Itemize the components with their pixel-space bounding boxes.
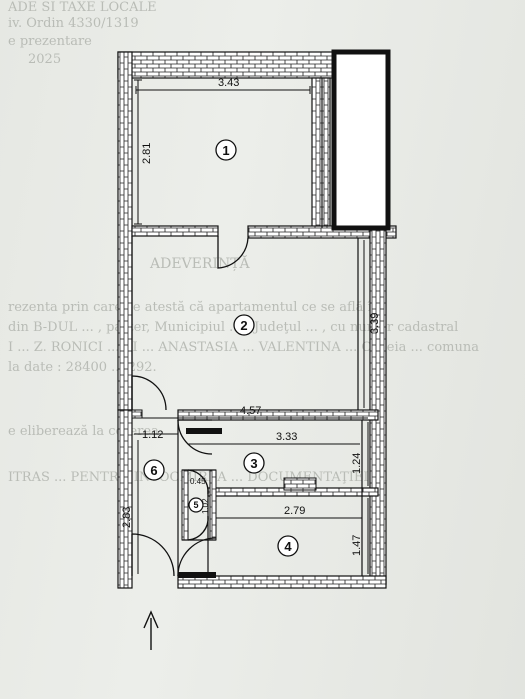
- room-number-6: 6: [150, 463, 157, 478]
- door-room3: [177, 419, 213, 455]
- wall-room2-3: [177, 409, 379, 421]
- wall-top: [117, 51, 335, 79]
- wall-hall-stub: [131, 409, 143, 419]
- room-circle-4: [277, 535, 299, 557]
- dimension-label-1-12: 1.12: [142, 429, 163, 441]
- door-room1: [217, 236, 249, 269]
- ghost-para-1: rezenta prin care se atestă că apartamen…: [8, 300, 381, 315]
- door-frame-room4: [178, 572, 216, 578]
- interior-lines: [131, 78, 363, 576]
- room-circle-5: [188, 497, 204, 513]
- room-circle-2: [233, 314, 255, 336]
- wall-left-upper: [117, 51, 133, 411]
- dimension-label-3-39: 3.39: [369, 313, 381, 334]
- wall-bottom: [177, 575, 387, 589]
- ghost-text-1: ADE SI TAXE LOCALE: [8, 0, 157, 15]
- ghost-heading: ADEVERINȚĂ: [150, 256, 250, 272]
- room-number-2: 2: [240, 318, 247, 333]
- room-number-1: 1: [222, 143, 229, 158]
- wall-room5-left: [181, 469, 189, 541]
- wall-left-lower: [117, 409, 133, 589]
- room-circle-6: [143, 459, 165, 481]
- room-number-5: 5: [193, 500, 198, 510]
- room-circle-1: [215, 139, 237, 161]
- dimension-label-2-79: 2.79: [284, 505, 305, 517]
- arrow-up-icon: [143, 610, 159, 650]
- dimension-label-3-43: 3.43: [218, 77, 239, 89]
- door-hall-upper: [131, 375, 167, 411]
- walls: [117, 49, 397, 589]
- ghost-text-4: 2025: [28, 52, 62, 67]
- door-room4: [177, 537, 217, 577]
- balcony: [331, 49, 391, 231]
- door-frame-room3: [186, 428, 222, 434]
- ghost-text-2: iv. Ordin 4330/1319: [8, 16, 139, 31]
- dimension-lines: [134, 79, 369, 574]
- room-number-4: 4: [284, 539, 292, 554]
- ghost-text-3: e prezentare: [8, 34, 92, 49]
- dimension-label-1-24: 1.24: [351, 453, 363, 474]
- wall-room5-right: [209, 469, 217, 541]
- dimension-label-1-47: 1.47: [351, 535, 363, 556]
- room-circle-3: [243, 452, 265, 474]
- door-room5: [187, 469, 209, 495]
- dimension-label-3-33: 3.33: [276, 431, 297, 443]
- doors: [131, 236, 249, 577]
- wall-right: [369, 229, 387, 585]
- dimension-label-0-45: 0.45: [190, 477, 206, 486]
- wall-room1-right: [311, 77, 331, 229]
- door-entrance: [131, 533, 175, 577]
- room-number-3: 3: [250, 456, 257, 471]
- wall-room3-4-block: [283, 477, 317, 491]
- dimension-label-4-57: 4.57: [240, 405, 261, 417]
- room-markers: 1 2 3 4 5 6: [143, 139, 299, 557]
- dimension-label-2-83: 2.83: [121, 507, 133, 528]
- door-room5-b: [187, 515, 209, 541]
- wall-room1-2-left: [131, 225, 219, 237]
- dimension-label-1-02: 1.02: [201, 498, 210, 514]
- dimension-label-2-81: 2.81: [141, 143, 153, 164]
